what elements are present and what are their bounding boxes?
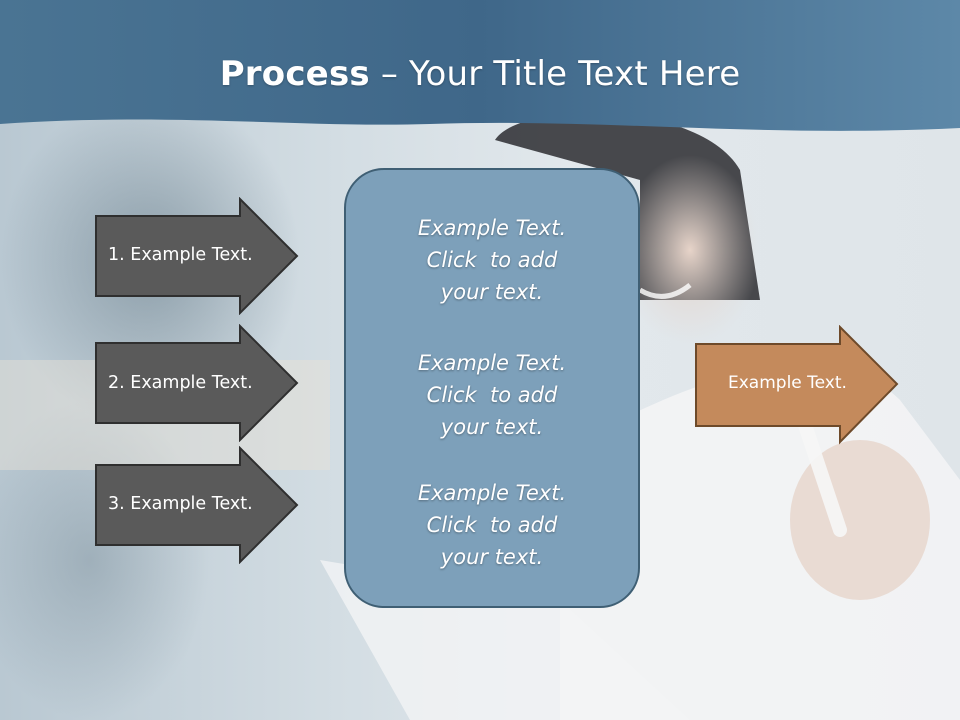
center-block-1-line-1: Example Text. [417, 216, 567, 240]
center-block-3-line-1: Example Text. [417, 481, 567, 505]
center-block-1-line-3: your text. [440, 280, 544, 304]
center-block-1-line-2: Click to add [426, 248, 558, 272]
center-block-3-line-2: Click to add [426, 513, 558, 537]
title-bold: Process [219, 54, 370, 94]
right-arrow[interactable] [694, 325, 900, 445]
center-block-2-line-3: your text. [440, 415, 544, 439]
title-rest: – Your Title Text Here [369, 54, 741, 94]
center-block-3: Example Text. Click to add your text. [344, 477, 640, 573]
left-arrow-3[interactable] [94, 446, 300, 564]
center-text-box[interactable] [344, 168, 640, 608]
center-block-2-line-1: Example Text. [417, 351, 567, 375]
center-block-3-line-3: your text. [440, 545, 544, 569]
left-arrow-2-label: 2. Example Text. [108, 373, 253, 393]
left-arrow-1-label: 1. Example Text. [108, 245, 253, 265]
center-block-1: Example Text. Click to add your text. [344, 212, 640, 308]
right-arrow-label: Example Text. [728, 373, 847, 393]
page-title: Process – Your Title Text Here [0, 54, 960, 94]
left-arrow-2[interactable] [94, 324, 300, 442]
center-block-2-line-2: Click to add [426, 383, 558, 407]
left-arrow-1[interactable] [94, 197, 300, 315]
center-block-2: Example Text. Click to add your text. [344, 347, 640, 443]
left-arrow-3-label: 3. Example Text. [108, 494, 253, 514]
